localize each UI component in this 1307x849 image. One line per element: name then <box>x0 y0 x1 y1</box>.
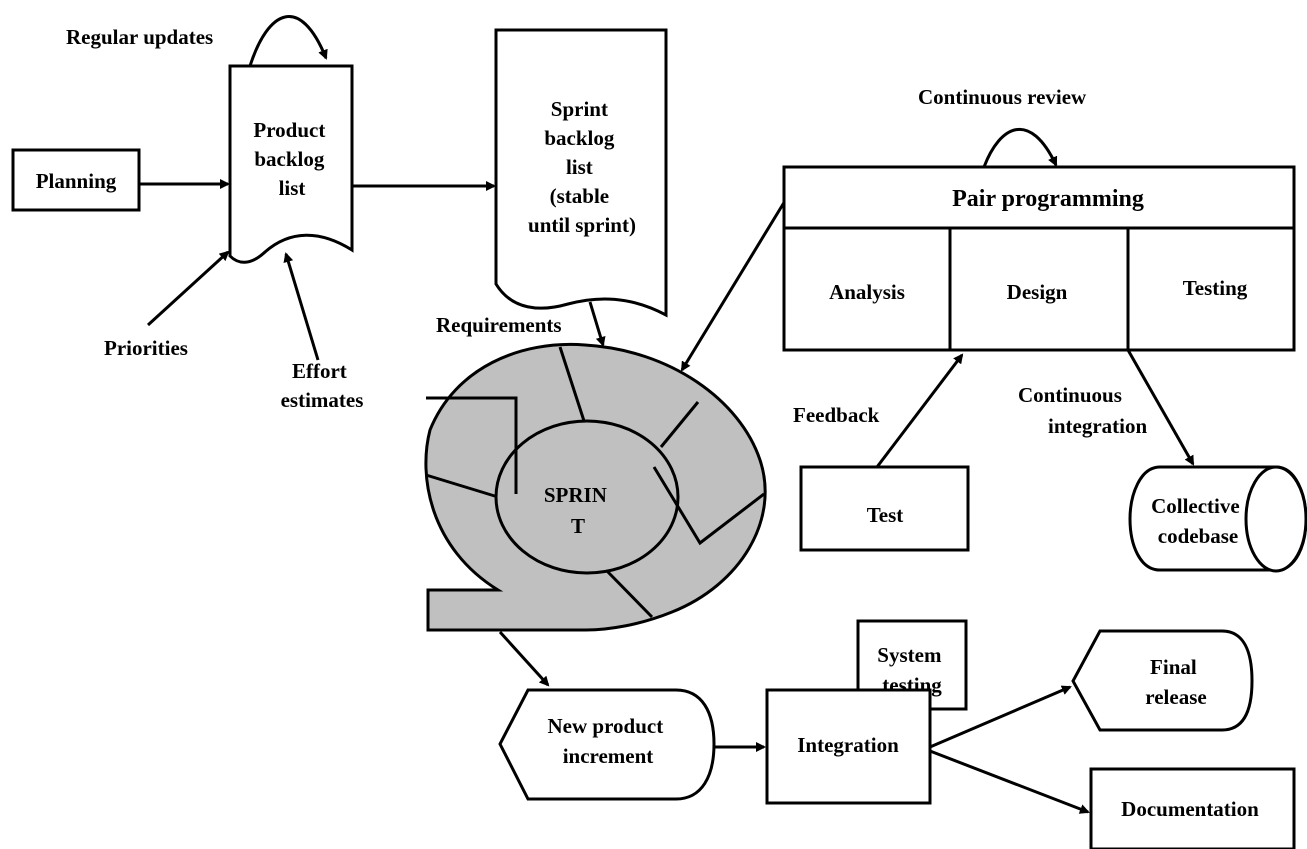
integration-to-final-release-arrow <box>929 685 1072 749</box>
documentation-node: Documentation <box>1089 767 1296 849</box>
effort-estimates-label: Effort estimates <box>281 359 364 412</box>
sprint-backlog-label: Sprint backlog list (stable until sprint… <box>528 97 636 237</box>
priorities-arrow <box>146 250 230 327</box>
feedback-arrow <box>875 353 964 468</box>
final-release-node: Final release <box>1071 629 1254 732</box>
regular-updates-loop-arrow <box>248 15 328 67</box>
continuous-review-label: Continuous review <box>918 85 1087 109</box>
test-node: Test <box>799 465 970 552</box>
continuous-integration-arrow <box>1126 349 1195 466</box>
continuous-integration-label: Continuous integration <box>1018 383 1147 438</box>
sprint-spiral-line-top <box>426 396 518 494</box>
effort-estimates-arrow <box>283 252 320 361</box>
sprint-divider-4 <box>604 568 654 619</box>
product-backlog-node: Product backlog list <box>228 64 354 264</box>
sprint-spiral-line-right <box>652 466 765 546</box>
product-backlog-label: Product backlog list <box>253 118 330 200</box>
new-product-increment-node: New product increment <box>498 688 716 801</box>
integration-node: Integration <box>765 688 932 805</box>
testing-label: Testing <box>1183 276 1248 300</box>
planning-label: Planning <box>36 169 117 193</box>
requirements-arrow <box>588 301 606 347</box>
integration-label: Integration <box>797 733 899 757</box>
continuous-review-loop-arrow <box>982 128 1058 168</box>
collective-codebase-label: Collective codebase <box>1151 494 1245 548</box>
documentation-label: Documentation <box>1121 797 1259 821</box>
sprint-cycle: SPRIN T <box>424 342 767 632</box>
integration-to-documentation-arrow <box>929 749 1090 814</box>
sprint-divider-3 <box>425 473 499 499</box>
sprint-label: SPRIN T <box>544 483 612 538</box>
new-product-increment-label: New product increment <box>548 714 669 768</box>
planning-node: Planning <box>11 148 141 212</box>
sprint-divider-1 <box>558 346 587 425</box>
priorities-label: Priorities <box>104 336 188 360</box>
test-label: Test <box>867 503 904 527</box>
sprint-to-increment-arrow <box>498 630 550 687</box>
pair-programming-to-sprint-arrow <box>680 195 790 372</box>
design-label: Design <box>1007 280 1068 304</box>
pair-programming-node: Pair programming Analysis Design Testing <box>782 165 1296 352</box>
pair-programming-label: Pair programming <box>952 186 1144 212</box>
final-release-label: Final release <box>1145 655 1206 709</box>
feedback-label: Feedback <box>793 403 880 427</box>
requirements-label: Requirements <box>436 313 562 337</box>
sprint-divider-2 <box>659 401 700 448</box>
sprint-inner-ellipse <box>494 419 680 575</box>
collective-codebase-node: Collective codebase <box>1128 465 1307 573</box>
analysis-label: Analysis <box>829 280 905 304</box>
sprint-backlog-node: Sprint backlog list (stable until sprint… <box>494 28 668 318</box>
regular-updates-label: Regular updates <box>66 25 213 49</box>
